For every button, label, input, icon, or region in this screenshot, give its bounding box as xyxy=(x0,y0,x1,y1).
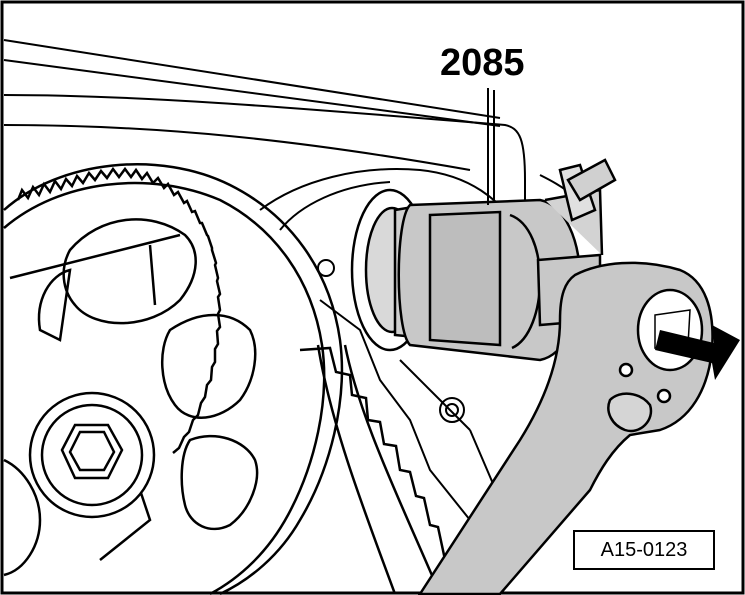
figure-id-box: A15-0123 xyxy=(573,530,715,570)
nut xyxy=(28,391,156,519)
counterhold-tool-2085 xyxy=(350,90,617,362)
tool-number-label: 2085 xyxy=(440,42,525,84)
toothed-belt xyxy=(299,344,458,595)
camshaft-sprocket xyxy=(3,163,344,595)
direction-arrow xyxy=(655,325,740,380)
